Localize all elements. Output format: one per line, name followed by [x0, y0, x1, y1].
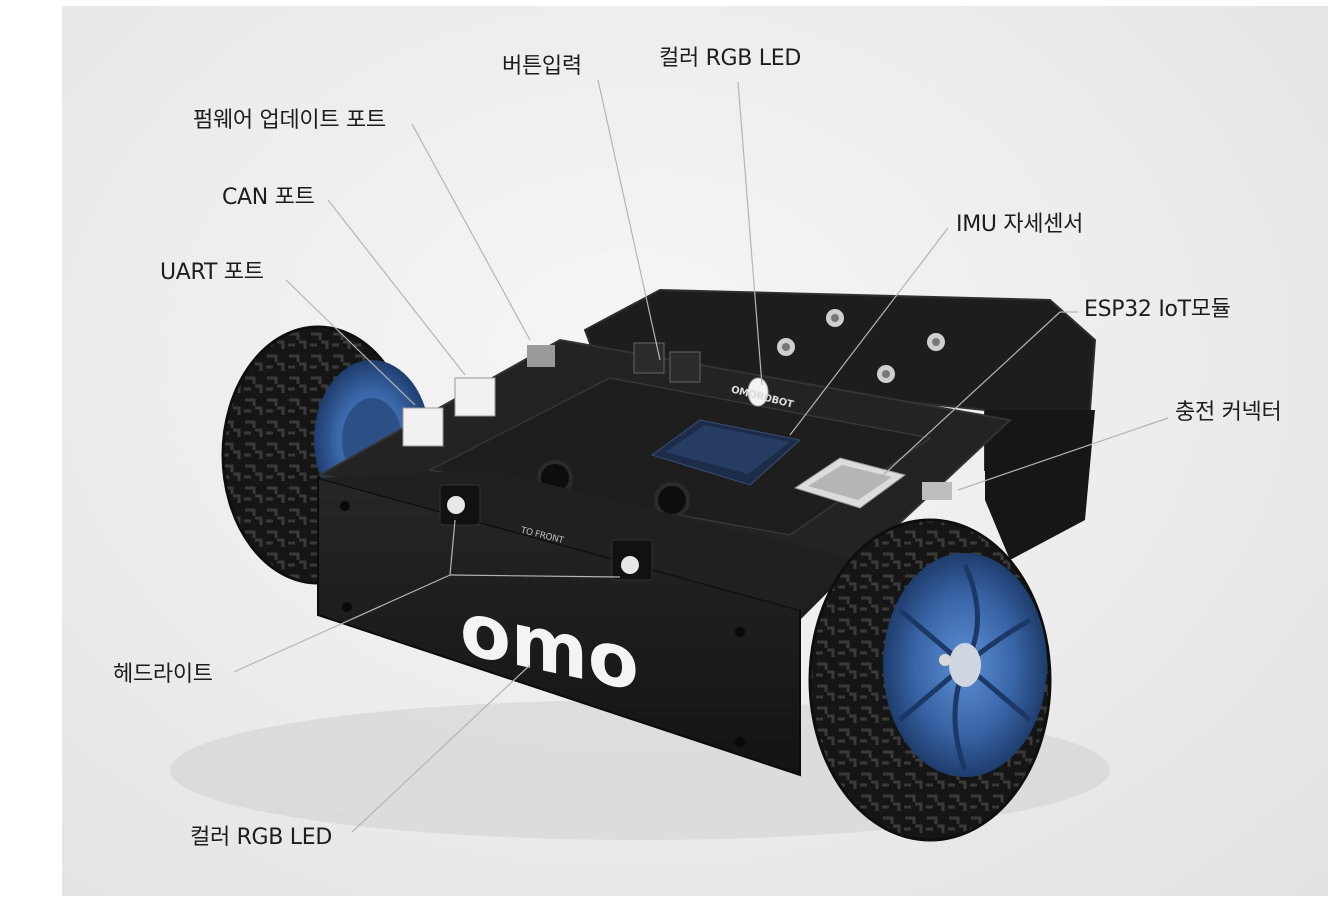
label-esp32-iot-module: ESP32 IoT모듈 — [1084, 297, 1231, 322]
rgb-led-top — [747, 377, 769, 407]
label-color-rgb-led-bottom: 컬러 RGB LED — [190, 825, 332, 850]
label-firmware-update-port: 펌웨어 업데이트 포트 — [193, 108, 386, 133]
label-button-input: 버튼입력 — [502, 54, 582, 79]
label-imu-sensor: IMU 자세센서 — [956, 212, 1084, 237]
deck-standoffs — [777, 309, 945, 383]
box-screws — [340, 501, 745, 747]
rear-bracket — [985, 410, 1095, 560]
label-color-rgb-led-top: 컬러 RGB LED — [659, 46, 801, 71]
headlights — [439, 484, 653, 581]
label-can-port: CAN 포트 — [222, 185, 315, 210]
label-uart-port: UART 포트 — [160, 260, 264, 285]
pcb-connectors — [402, 342, 952, 500]
right-wheel — [808, 518, 1052, 842]
label-charging-connector: 충전 커넥터 — [1175, 400, 1282, 425]
leader-lines — [233, 79, 1169, 833]
label-headlight: 헤드라이트 — [113, 662, 213, 687]
